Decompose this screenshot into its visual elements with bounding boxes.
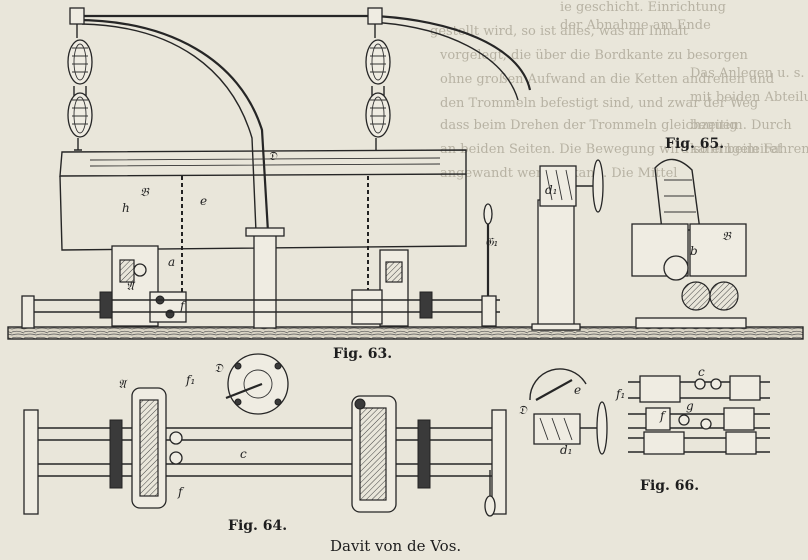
label-f1-66: f₁ (615, 387, 625, 401)
label-B: 𝔅 (140, 185, 150, 199)
davit-top-disc (225, 353, 289, 415)
deck-plank (7, 326, 804, 340)
right-bitt-stand (351, 249, 409, 327)
label-g66: g (686, 399, 694, 413)
bg-line: den Trommeln befestigt sind, und zwar de… (440, 96, 759, 111)
detail-gear (533, 413, 581, 445)
fig63-caption: Fig. 63. (333, 346, 393, 362)
label-h: h (122, 201, 130, 215)
label-f-64: f (177, 485, 185, 499)
davit-arm-left-inner (81, 23, 257, 233)
label-b: b (690, 244, 698, 258)
davit-arm-right (374, 14, 532, 91)
detail-wheel (596, 401, 608, 455)
detail-upper (628, 375, 770, 403)
davit-arm-right-inner (369, 21, 519, 101)
label-c66: c (698, 365, 705, 379)
bg-line: der Abnahme am Ende (560, 18, 711, 33)
label-D64: 𝔇 (214, 361, 224, 375)
label-D66: 𝔇 (518, 403, 528, 417)
fig66-caption: Fig. 66. (640, 478, 700, 494)
label-C1: 𝔊₁ (485, 235, 498, 249)
davit-post (253, 229, 277, 329)
fig63-drawing: 𝔇 e h 𝔅 𝔊₁ a 𝔄 f (7, 7, 804, 340)
plan-mechanism-right (351, 395, 397, 513)
plan-wheel-left (109, 419, 123, 489)
detail-lower (628, 431, 770, 455)
bg-line: ie geschicht. Einrichtung (560, 0, 726, 15)
bg-line: an beiden Seiten. Die Bewegung wird so e… (440, 142, 783, 157)
plate-title: Davit von de Vos. (330, 537, 462, 555)
hand-wheel-right (419, 291, 433, 319)
davit-arm-left (74, 18, 270, 233)
frame-end-left (23, 409, 39, 515)
cradle-block-right (689, 223, 747, 277)
winch-column (537, 199, 575, 331)
hull-planks (89, 157, 441, 167)
gear-left (681, 281, 711, 311)
label-d1: d₁ (545, 183, 558, 197)
plan-shafts (38, 427, 492, 477)
base-plate (635, 317, 747, 329)
fig65-drawing: d₁ 𝔅 b (531, 158, 747, 331)
right-pulley-block (365, 7, 391, 150)
detail-drum-arc (529, 368, 587, 401)
bg-line: mit beiden Abteilungen (690, 90, 808, 105)
gear-right (709, 281, 739, 311)
label-d1-66: d₁ (560, 443, 573, 457)
label-f: f (179, 299, 187, 313)
keel-fin (654, 158, 701, 231)
bg-line: kann beim Fahren (690, 142, 808, 157)
frame-end-right (491, 409, 507, 515)
label-f1-64: f₁ (185, 373, 195, 387)
label-e: e (200, 194, 207, 208)
fig65-caption: Fig. 65. (665, 136, 725, 152)
bg-line: bequem. Durch (690, 118, 792, 133)
detail-crank (535, 379, 573, 401)
shaft-end-left (21, 295, 35, 329)
detail-middle (628, 407, 770, 431)
label-B65: 𝔅 (722, 229, 732, 243)
label-f-66: f (659, 409, 667, 423)
label-d66: e (574, 383, 581, 397)
hand-wheel-left (99, 291, 113, 319)
winch-drum (539, 165, 577, 207)
label-A: 𝔄 (126, 279, 136, 293)
crank-wheel (592, 159, 604, 213)
fig64-caption: Fig. 64. (228, 518, 288, 534)
plan-mechanism-left (131, 387, 183, 509)
bg-line: Das Anlegen u. s. w. (690, 66, 808, 81)
plan-wheel-right (417, 419, 431, 489)
label-a: a (168, 255, 175, 269)
bg-line: vorgelegt, die über die Bordkante zu bes… (440, 48, 748, 63)
label-A64: 𝔄 (118, 377, 128, 391)
lever (481, 203, 497, 327)
label-D: 𝔇 (268, 149, 278, 163)
left-pulley-block (67, 7, 93, 151)
bg-line: dass beim Drehen der Trommeln gleichzeit… (440, 118, 738, 133)
fig66-drawing: 𝔇 e d₁ f₁ (518, 365, 770, 457)
bg-line: gestellt wird, so ist alles, was an Inha… (430, 24, 688, 39)
roller (663, 255, 689, 281)
label-c64: c (240, 447, 247, 461)
fig64-drawing: 𝔄 𝔇 c f₁ f (23, 353, 507, 517)
